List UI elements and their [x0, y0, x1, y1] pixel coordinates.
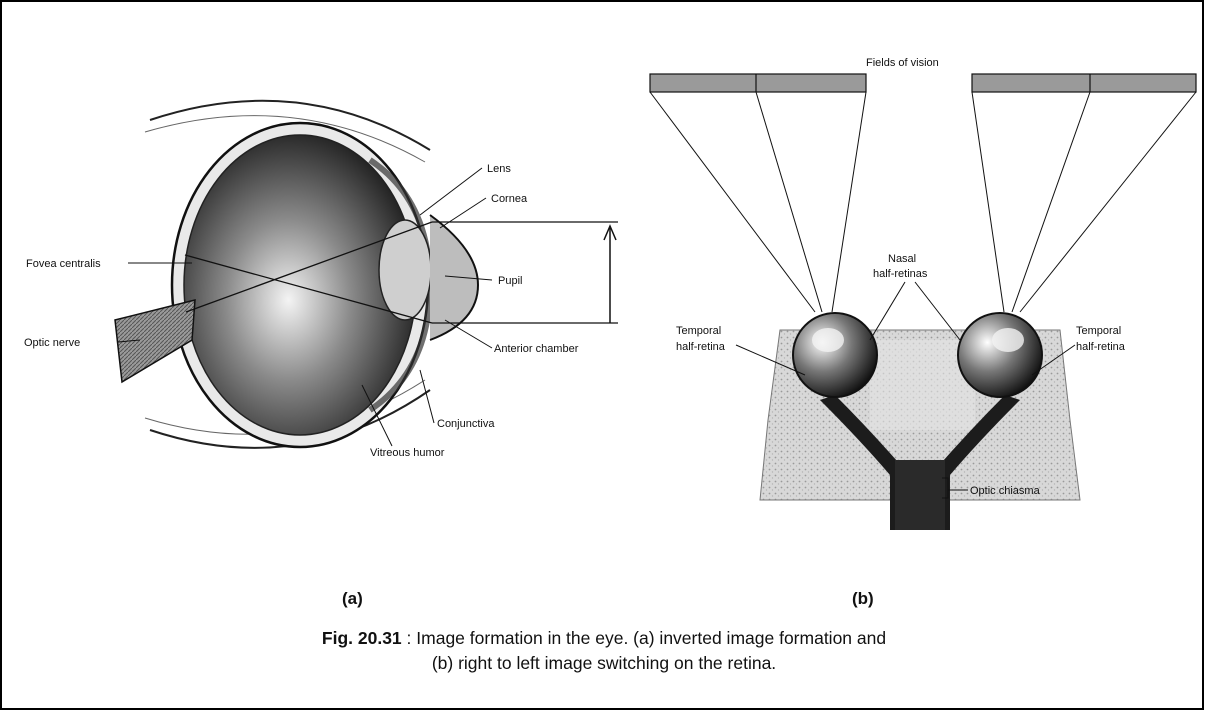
label-half-retinas: half-retinas [873, 268, 928, 280]
eye-cross-section [115, 101, 618, 448]
label-vitreous-humor: Vitreous humor [370, 447, 445, 459]
label-pupil: Pupil [498, 275, 522, 287]
caption-line-2: (b) right to left image switching on the… [0, 653, 1208, 674]
label-cornea: Cornea [491, 193, 528, 205]
caption-separator: : [402, 628, 417, 648]
label-conjunctiva: Conjunctiva [437, 418, 495, 430]
figure-number: Fig. 20.31 [322, 628, 402, 648]
label-half-retina-left: half-retina [676, 341, 726, 353]
label-optic-chiasma: Optic chiasma [970, 485, 1041, 497]
panel-a-label: (a) [342, 589, 363, 608]
panel-b-label: (b) [852, 589, 874, 608]
label-half-retina-right: half-retina [1076, 341, 1126, 353]
label-temporal-right: Temporal [1076, 325, 1121, 337]
caption-line-1: Fig. 20.31 : Image formation in the eye.… [0, 628, 1208, 649]
label-lens: Lens [487, 163, 511, 175]
label-optic-nerve: Optic nerve [24, 337, 80, 349]
caption-text-1: Image formation in the eye. (a) inverted… [416, 628, 886, 648]
caption-text-2: (b) right to left image switching on the… [432, 653, 776, 673]
label-temporal-left: Temporal [676, 325, 721, 337]
label-anterior-chamber: Anterior chamber [494, 343, 579, 355]
fields-of-vision-bars [650, 74, 1196, 92]
label-fields-of-vision: Fields of vision [866, 57, 939, 69]
label-nasal: Nasal [888, 253, 916, 265]
label-fovea-centralis: Fovea centralis [26, 258, 101, 270]
